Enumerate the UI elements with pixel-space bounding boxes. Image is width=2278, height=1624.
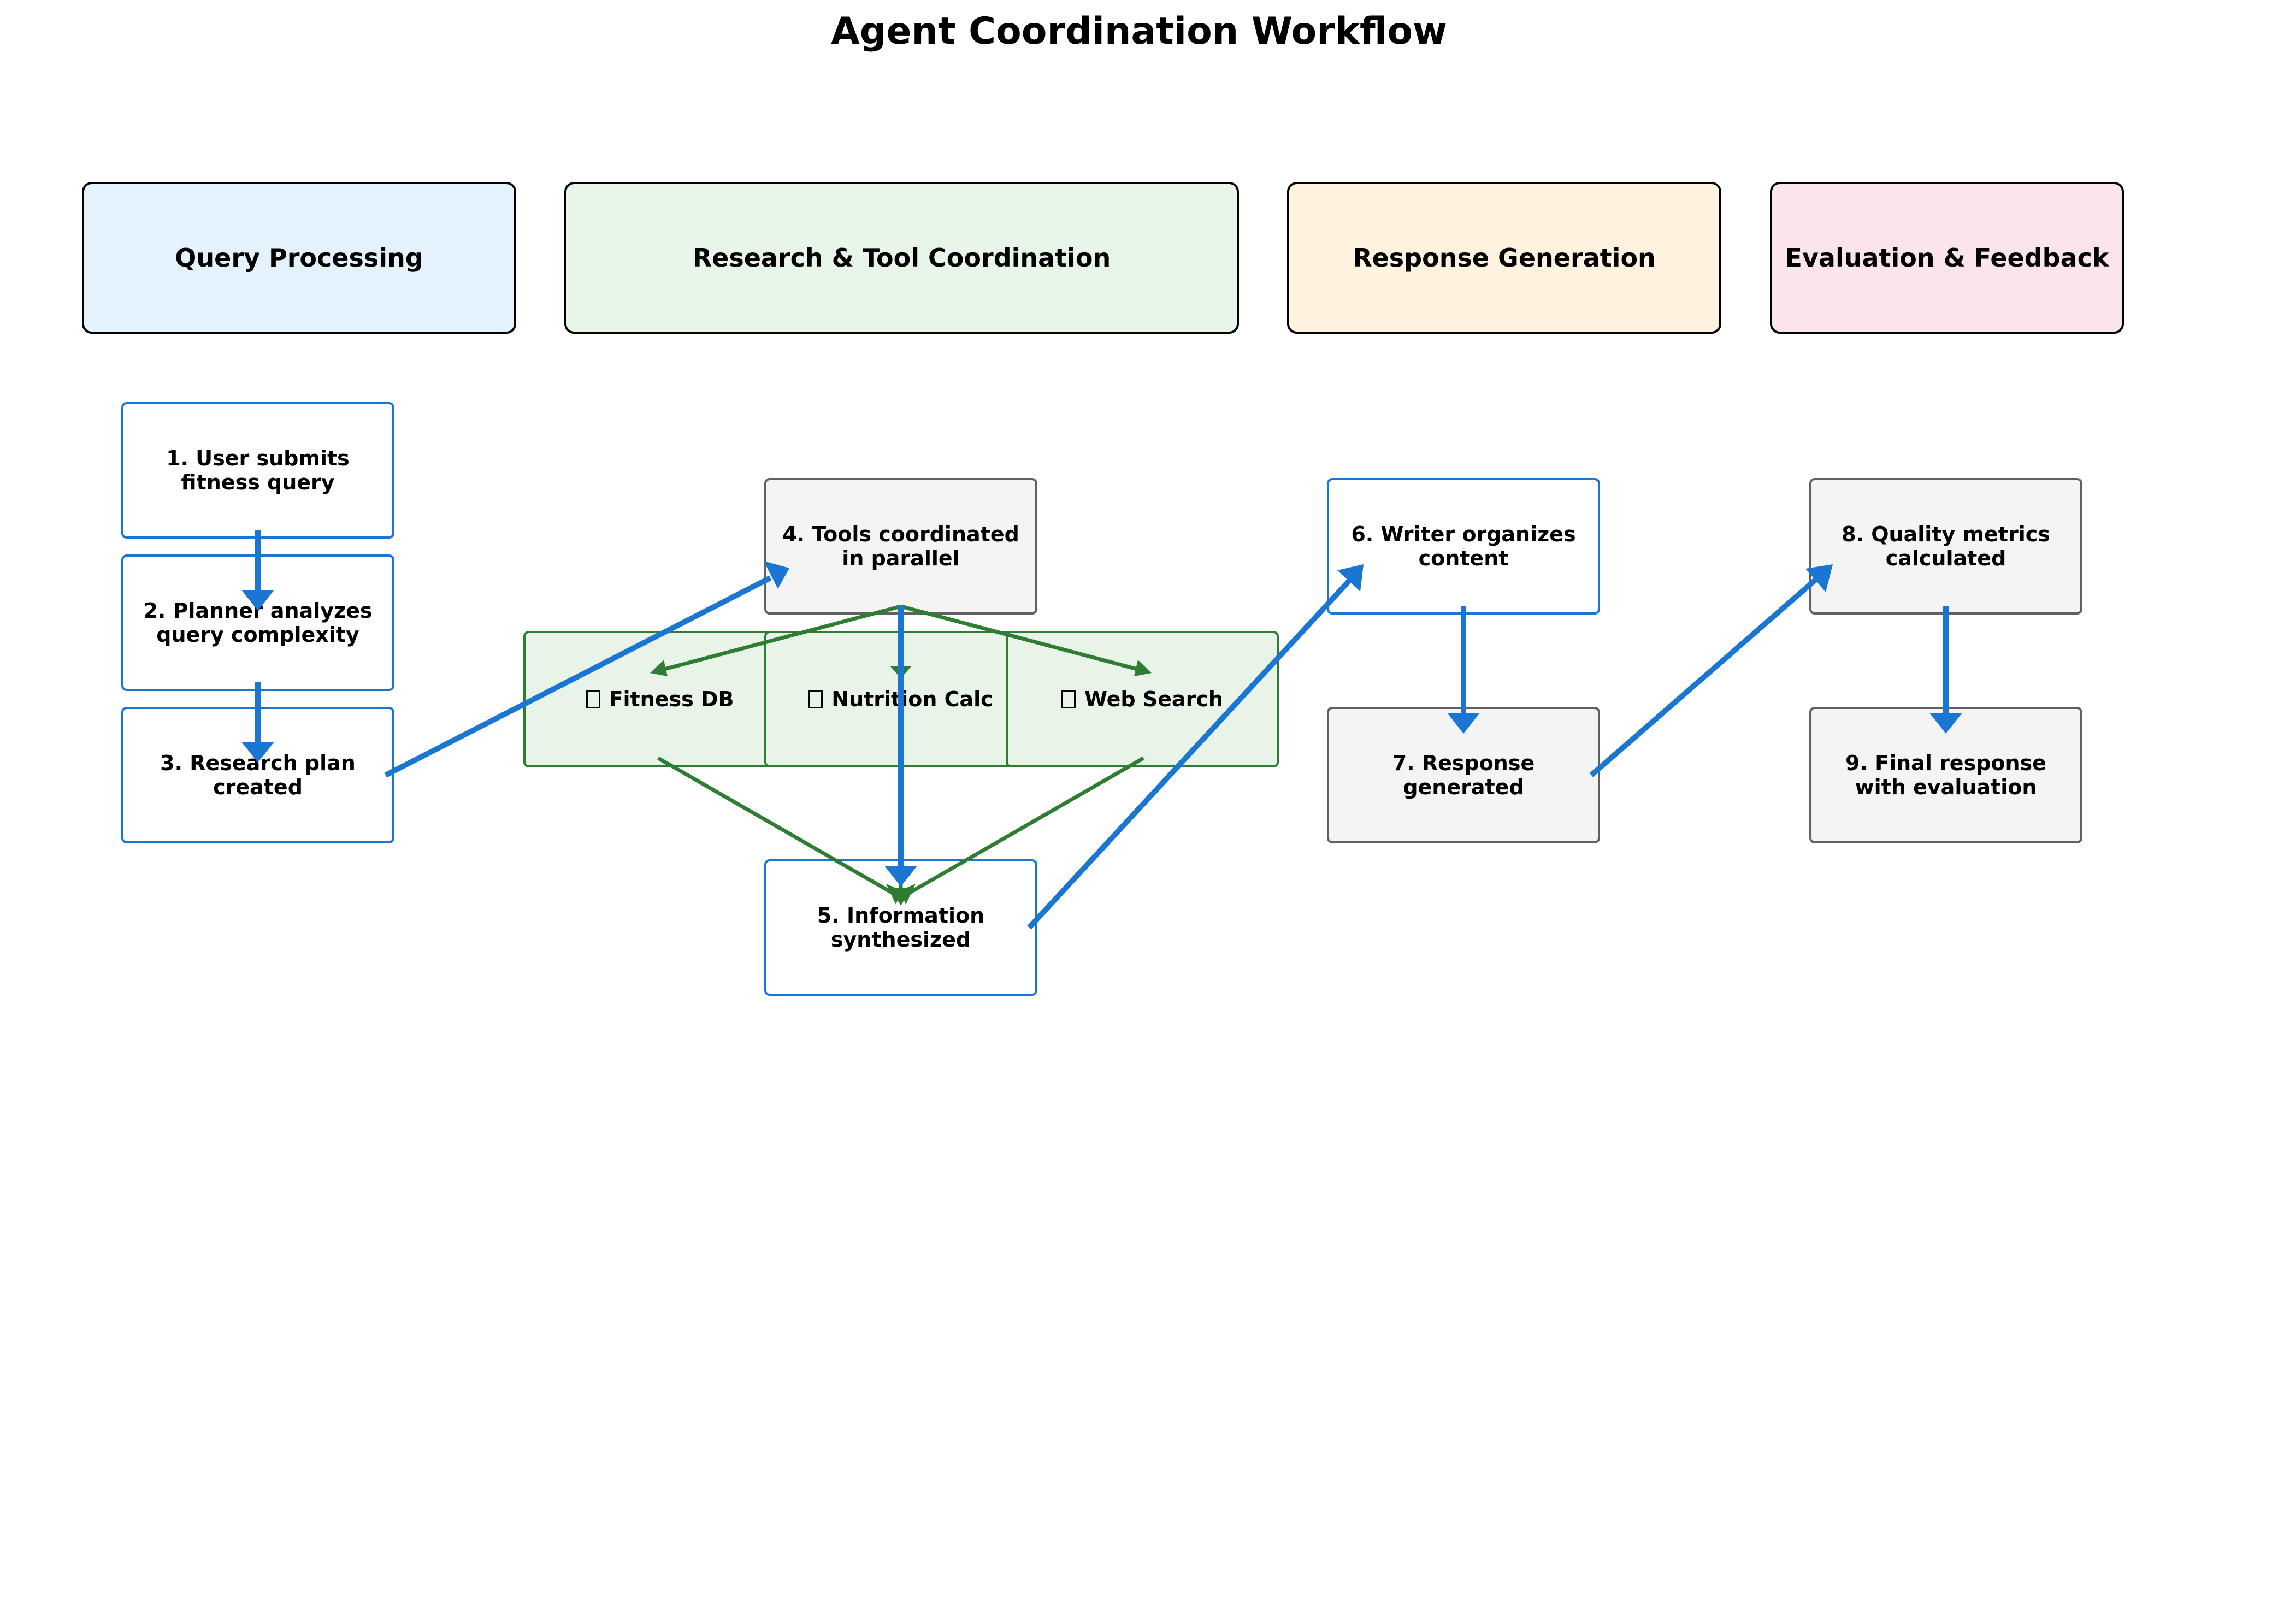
tool-web-search: Web Search [1006, 631, 1279, 767]
tool-icon [586, 690, 600, 708]
tool-nutrition-calc: Nutrition Calc [764, 631, 1037, 767]
step-8-quality-metrics: 8. Quality metrics calculated [1809, 478, 2082, 615]
arrow-step7-to-step8 [1589, 577, 1819, 777]
diagram-title: Agent Coordination Workflow [831, 10, 1447, 53]
tool-icon [1061, 690, 1076, 708]
tool-icon [808, 690, 823, 708]
stage-query-processing: Query Processing [82, 182, 516, 334]
stage-evaluation-feedback: Evaluation & Feedback [1770, 182, 2124, 334]
tool-label: Fitness DB [609, 687, 734, 711]
step-1-user-submits: 1. User submits fitness query [121, 402, 394, 539]
tool-label: Web Search [1084, 687, 1223, 711]
step-2-planner-analyzes: 2. Planner analyzes query complexity [121, 554, 394, 691]
step-5-information-synthesized: 5. Information synthesized [764, 859, 1037, 996]
tool-fitness-db: Fitness DB [523, 631, 796, 767]
stage-response-generation: Response Generation [1287, 182, 1721, 334]
step-7-response-generated: 7. Response generated [1327, 707, 1600, 843]
step-3-research-plan: 3. Research plan created [121, 707, 394, 843]
step-9-final-response: 9. Final response with evaluation [1809, 707, 2082, 843]
stage-research-tool-coordination: Research & Tool Coordination [564, 182, 1239, 334]
tool-label: Nutrition Calc [831, 687, 993, 711]
step-6-writer-organizes: 6. Writer organizes content [1327, 478, 1600, 615]
step-4-tools-coordinated: 4. Tools coordinated in parallel [764, 478, 1037, 615]
